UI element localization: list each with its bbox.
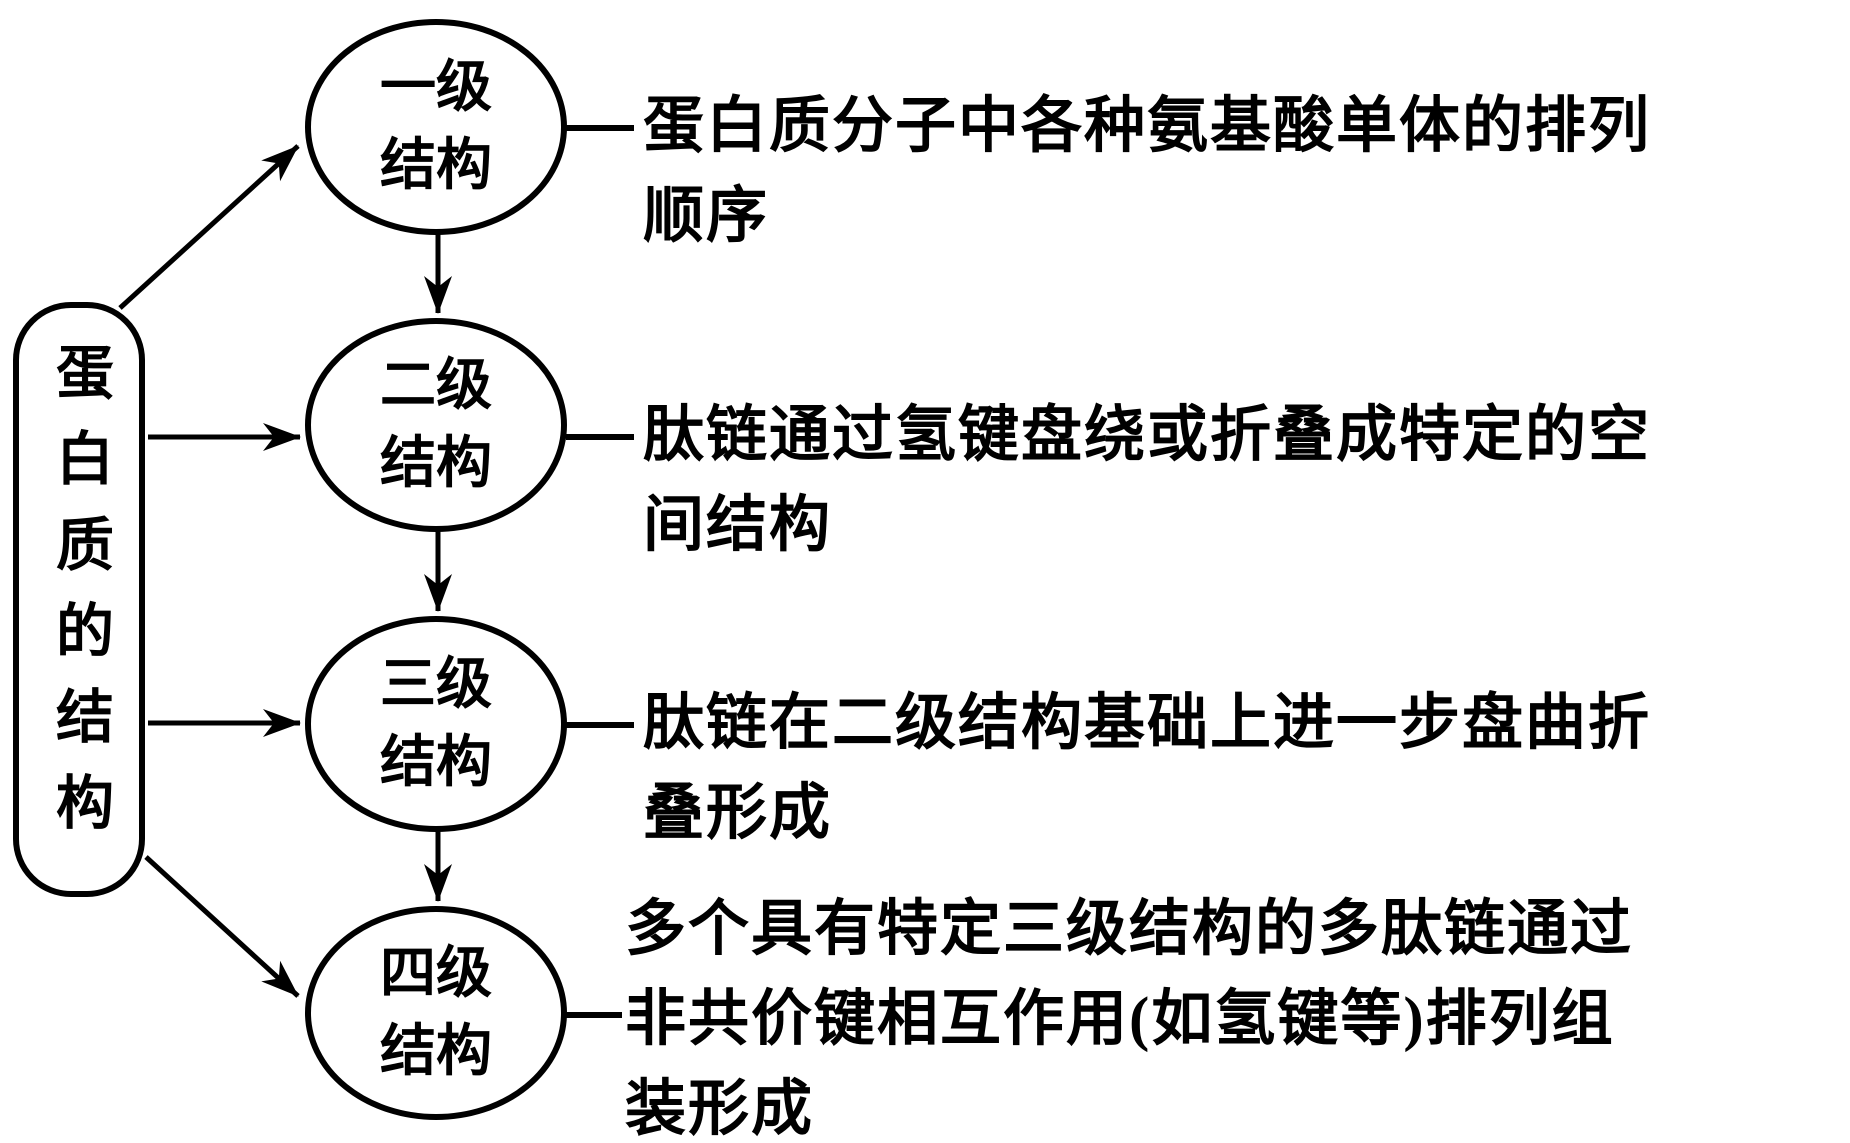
root-node: 蛋白质的结构 — [16, 305, 142, 894]
level-2-ellipse — [305, 318, 567, 532]
level-4-ellipse — [305, 906, 567, 1120]
root-node-box — [13, 302, 145, 897]
level-1-label: 一级 结构 — [380, 57, 492, 197]
level-4-description: 多个具有特定三级结构的多肽链通过 非共价键相互作用(如氢键等)排列组 装形成 — [625, 896, 1634, 1143]
arrow-root-to-level-4 — [144, 855, 300, 998]
level-3-label: 三级 结构 — [380, 654, 492, 794]
arrow-root-to-level-1 — [118, 144, 300, 310]
level-4-label: 四级 结构 — [380, 943, 492, 1083]
level-3-description: 肽链在二级结构基础上进一步盘曲折 叠形成 — [643, 690, 1652, 847]
level-3-ellipse — [305, 616, 567, 832]
level-1-description: 蛋白质分子中各种氨基酸单体的排列 顺序 — [643, 93, 1652, 250]
level-2-description: 肽链通过氢键盘绕或折叠成特定的空 间结构 — [643, 402, 1652, 559]
level-1-ellipse — [305, 19, 567, 235]
root-node-label: 蛋白质的结构 — [47, 341, 112, 858]
level-2-label: 二级 结构 — [380, 355, 492, 495]
